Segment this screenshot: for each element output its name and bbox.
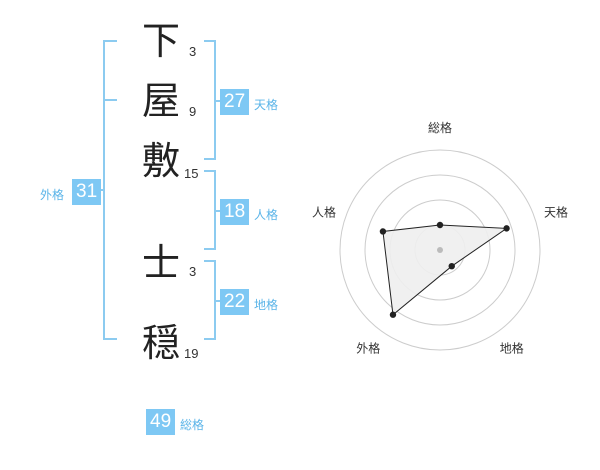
radar-center-dot	[437, 247, 443, 253]
tenkaku-bracket	[204, 40, 216, 160]
stroke-count-3: 15	[184, 166, 199, 181]
stroke-count-1: 3	[189, 44, 197, 59]
name-char-4: 士	[141, 241, 180, 285]
chikaku-value-badge: 22	[220, 289, 250, 315]
gaikaku-bracket-tick-upper	[103, 99, 117, 101]
tenkaku-bracket-tick	[216, 100, 222, 102]
radar-point-4	[389, 311, 397, 318]
radar-axis-label-2: 天格	[544, 204, 568, 219]
name-char-2: 屋	[141, 79, 180, 123]
radar-point-5	[379, 228, 387, 235]
gaikaku-bracket	[103, 40, 117, 340]
gaikaku-value-badge: 31	[72, 179, 102, 205]
radar-ring-3	[364, 174, 516, 326]
stroke-count-4: 3	[189, 264, 197, 279]
soukaku-label: 総格	[180, 418, 205, 432]
tenkaku-label: 天格	[254, 98, 279, 112]
radar-point-1	[436, 221, 444, 229]
jinkaku-value-badge: 18	[220, 199, 250, 225]
soukaku-value-badge: 49	[146, 409, 176, 435]
jinkaku-label: 人格	[254, 208, 279, 222]
name-char-1: 下	[141, 19, 180, 63]
radar-axis-label-3: 地格	[500, 341, 524, 356]
chikaku-bracket-tick	[216, 300, 222, 302]
gaikaku-label: 外格	[40, 188, 65, 202]
chikaku-label: 地格	[254, 298, 279, 312]
stroke-count-5: 19	[184, 346, 199, 361]
chikaku-bracket	[204, 260, 216, 340]
radar-axis-label-5: 人格	[312, 204, 336, 219]
radar-score-polygon	[382, 224, 509, 316]
radar-point-2	[503, 225, 510, 232]
jinkaku-bracket	[204, 170, 216, 250]
name-char-3: 敷	[141, 139, 180, 183]
name-char-5: 穏	[141, 321, 180, 365]
jinkaku-bracket-tick	[216, 210, 222, 212]
stroke-count-2: 9	[189, 104, 197, 119]
radar-axis-label-1: 総格	[428, 120, 452, 135]
tenkaku-value-badge: 27	[220, 89, 250, 115]
radar-ring-4	[339, 149, 541, 351]
radar-axis-label-4: 外格	[356, 341, 380, 356]
radar-point-3	[448, 262, 455, 270]
